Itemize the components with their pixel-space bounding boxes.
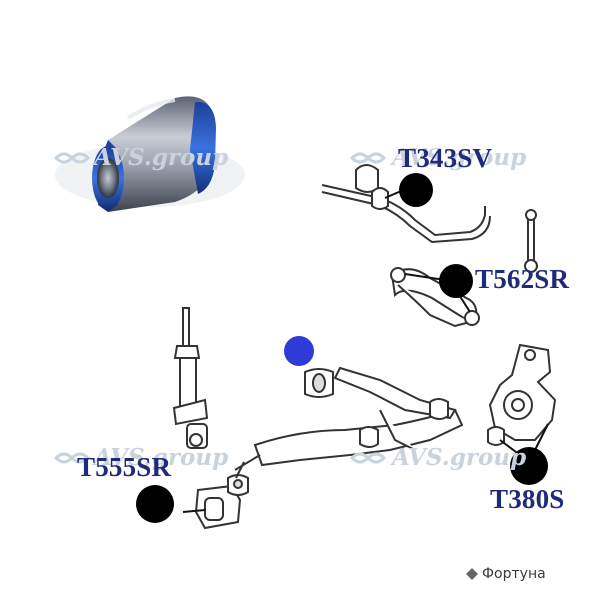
stabilizer-bar — [321, 164, 538, 273]
label-t343sv: T343SV — [398, 143, 493, 173]
bushing-photo — [55, 96, 245, 212]
shock-absorber — [172, 307, 209, 449]
marker-highlight — [284, 336, 314, 366]
watermark-1: AVS.group — [94, 144, 229, 171]
watermark-2: AVS.group — [392, 144, 527, 171]
lower-bushing-bracket — [194, 461, 249, 530]
wheel-knuckle — [487, 343, 557, 446]
label-t555sr: T555SR — [77, 452, 172, 482]
marker-t562sr — [439, 264, 473, 298]
marker-t343sv — [399, 173, 433, 207]
watermark-logos — [53, 152, 387, 464]
label-t562sr: T562SR — [475, 264, 570, 294]
brand-logo-icon — [466, 568, 478, 580]
lower-control-arm — [234, 366, 464, 471]
brand-name: Фортуна — [482, 566, 546, 582]
watermark-3: AVS.group — [94, 444, 229, 471]
marker-t380s — [510, 447, 548, 485]
label-t380s: T380S — [490, 484, 565, 514]
watermark-4: AVS.group — [392, 444, 527, 471]
upper-link-arm — [390, 267, 480, 328]
marker-t555sr — [136, 485, 174, 523]
